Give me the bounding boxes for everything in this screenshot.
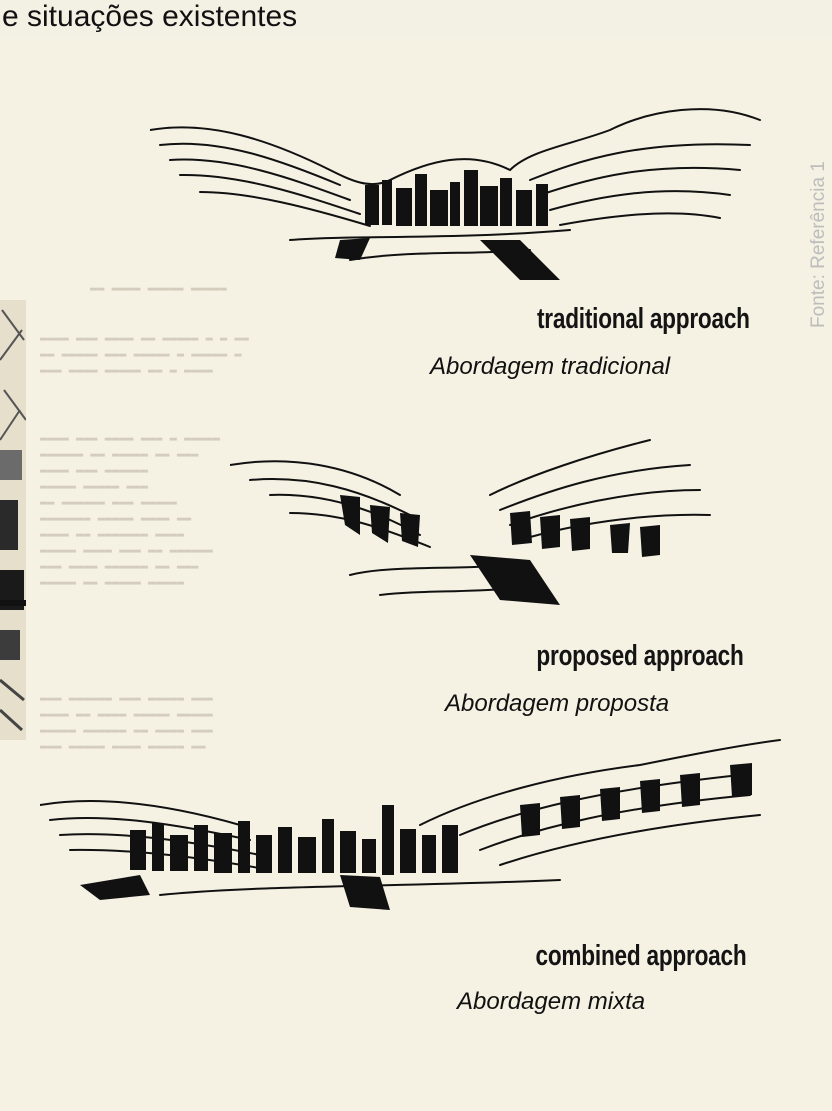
proposed-approach-label: proposed approach	[537, 640, 744, 673]
traditional-approach-sketch	[150, 90, 770, 290]
combined-approach-translation: Abordagem mixta	[457, 988, 645, 1016]
cropped-photo-strip	[0, 300, 26, 740]
source-credit: Fonte: Referência 1	[808, 28, 830, 328]
slide-heading: e situações existentes	[2, 0, 297, 34]
proposed-approach-sketch	[230, 435, 730, 610]
proposed-approach-translation: Abordagem proposta	[445, 690, 669, 718]
traditional-approach-translation: Abordagem tradicional	[430, 353, 670, 381]
combined-approach-sketch	[40, 735, 790, 915]
show-through-text: ▬▬▬▬ ▬▬▬ ▬▬▬▬ ▬▬▬ ▬ ▬▬▬▬▬ ▬▬▬▬▬▬ ▬▬ ▬▬▬▬…	[40, 430, 220, 590]
combined-approach-label: combined approach	[535, 940, 746, 973]
show-through-text: ▬▬▬▬ ▬▬▬ ▬▬▬▬ ▬▬ ▬▬▬▬▬ ▬ ▬ ▬▬ ▬▬ ▬▬▬▬▬ ▬…	[40, 330, 249, 378]
traditional-approach-label: traditional approach	[537, 303, 750, 336]
